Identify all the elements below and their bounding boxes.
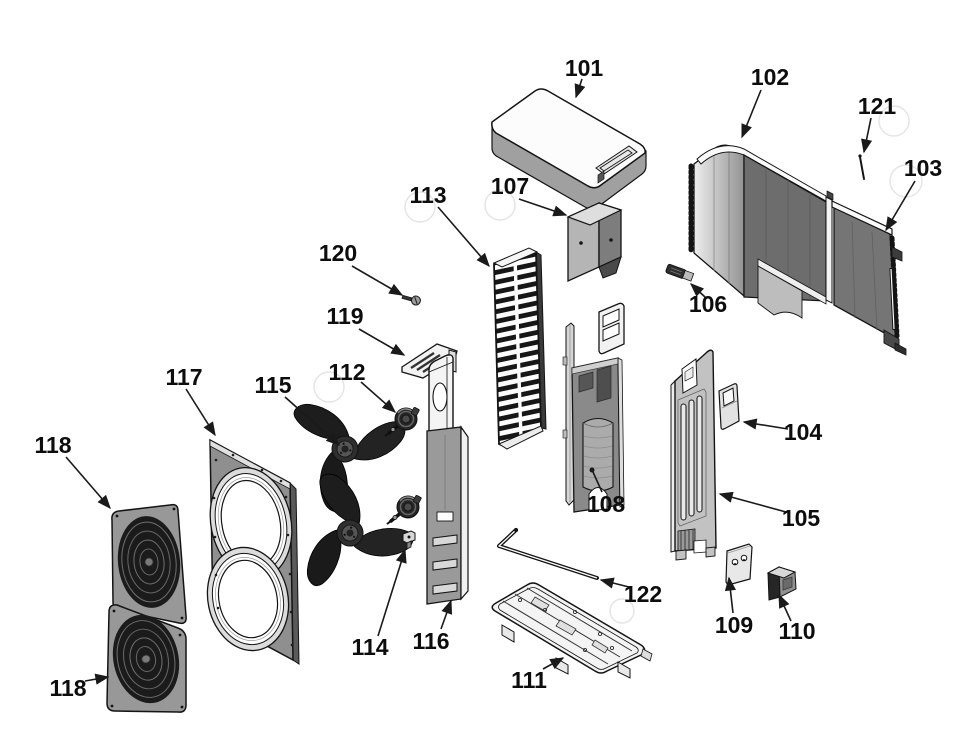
part-104-access-panel bbox=[718, 383, 740, 430]
leader-118-lower bbox=[84, 673, 110, 685]
part-label-118-lower: 118 bbox=[49, 675, 86, 701]
part-105-side-panel bbox=[670, 349, 717, 561]
leader-109 bbox=[724, 576, 736, 614]
part-label-115: 115 bbox=[254, 372, 291, 398]
part-label-120: 120 bbox=[319, 240, 357, 266]
part-label-116: 116 bbox=[412, 628, 449, 654]
part-label-104: 104 bbox=[784, 419, 823, 445]
leader-115 bbox=[284, 396, 341, 446]
leader-117 bbox=[185, 388, 216, 437]
leader-118-upper bbox=[65, 456, 111, 510]
part-label-101: 101 bbox=[565, 55, 604, 81]
part-118-fan-guard-lower bbox=[104, 604, 188, 713]
leader-110 bbox=[778, 593, 792, 622]
leader-103 bbox=[885, 180, 916, 232]
part-108-compressor-partition bbox=[562, 302, 625, 513]
part-107-corner-bracket bbox=[566, 201, 623, 283]
part-label-107: 107 bbox=[491, 173, 529, 199]
leader-102 bbox=[741, 89, 762, 139]
leader-112 bbox=[360, 381, 397, 413]
part-110-corner-bracket bbox=[766, 566, 797, 601]
part-121-sensor-pin bbox=[858, 154, 865, 180]
part-label-103: 103 bbox=[904, 155, 942, 181]
leader-119 bbox=[358, 328, 406, 356]
part-label-117: 117 bbox=[165, 364, 202, 390]
part-label-122: 122 bbox=[624, 581, 662, 607]
part-114-motor-clip bbox=[402, 530, 416, 550]
leader-121 bbox=[861, 117, 873, 154]
leader-116 bbox=[440, 599, 453, 630]
part-label-112: 112 bbox=[328, 359, 365, 385]
part-label-119: 119 bbox=[326, 303, 363, 329]
part-label-106: 106 bbox=[689, 291, 727, 317]
leader-122 bbox=[599, 577, 630, 589]
leader-106 bbox=[689, 283, 706, 298]
part-122-pipe bbox=[497, 528, 599, 580]
part-labels: 101 102 121 103 107 113 120 106 119 112 … bbox=[34, 55, 942, 701]
part-label-105: 105 bbox=[782, 505, 821, 531]
part-label-113: 113 bbox=[409, 182, 446, 208]
part-103-condenser-coil-side bbox=[831, 200, 907, 356]
part-116-center-support-column bbox=[426, 354, 469, 605]
leader-lines bbox=[65, 78, 916, 685]
leader-111 bbox=[542, 657, 565, 670]
part-label-102: 102 bbox=[751, 64, 789, 90]
leader-107 bbox=[518, 198, 568, 217]
part-106-coil-clip bbox=[665, 263, 695, 282]
part-label-108: 108 bbox=[587, 491, 626, 517]
part-102-condenser-coil bbox=[688, 144, 834, 319]
leader-108 bbox=[589, 467, 603, 493]
part-label-118-upper: 118 bbox=[34, 432, 71, 458]
part-label-111: 111 bbox=[511, 667, 547, 693]
part-label-121: 121 bbox=[858, 93, 897, 119]
leader-105 bbox=[718, 491, 787, 513]
leader-101 bbox=[574, 78, 586, 99]
part-label-109: 109 bbox=[715, 612, 753, 638]
part-120-screw bbox=[401, 294, 421, 306]
part-113-outlet-grille bbox=[492, 247, 547, 450]
part-117-front-panel bbox=[206, 438, 300, 665]
part-label-110: 110 bbox=[778, 618, 815, 644]
leader-120 bbox=[351, 265, 404, 296]
part-101-top-cover bbox=[491, 88, 647, 210]
part-118-fan-guard-upper bbox=[111, 503, 187, 625]
leader-104 bbox=[742, 418, 789, 430]
part-112-fan-motor-lower bbox=[385, 493, 424, 526]
leader-113 bbox=[437, 206, 490, 268]
leader-114 bbox=[377, 548, 407, 637]
part-111-base-pan bbox=[491, 582, 653, 679]
part-label-114: 114 bbox=[351, 634, 388, 660]
